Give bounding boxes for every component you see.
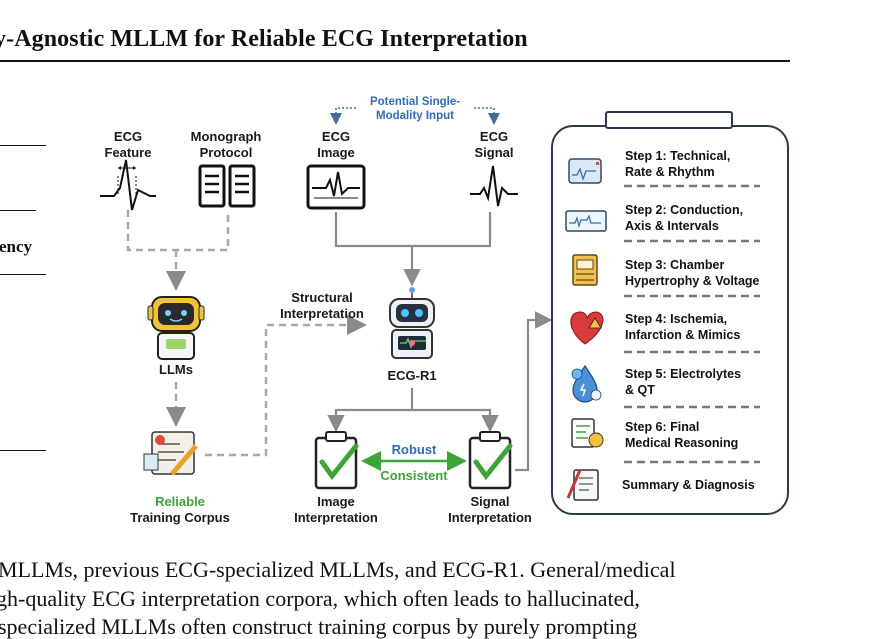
modality-hint-arrows — [330, 107, 500, 125]
llm-robot-icon — [147, 296, 205, 360]
solid-connector — [327, 212, 553, 472]
ecg-image-label: ECG Image — [317, 129, 355, 160]
summary-label: Summary & Diagnosis — [622, 478, 755, 492]
figure-title: y-Agnostic MLLM for Reliable ECG Interpr… — [0, 26, 528, 52]
step-2-label: Step 2: Conduction, Axis & Intervals — [625, 203, 744, 233]
robust-label: Robust — [391, 442, 437, 457]
step-6-label: Step 6: Final Medical Reasoning — [625, 420, 739, 450]
panel-tab — [605, 111, 733, 129]
image-clipboard-icon — [314, 431, 359, 490]
monograph-protocol-label: Monograph Protocol — [190, 129, 262, 160]
title-rule — [0, 60, 790, 62]
cabinet-icon — [572, 254, 598, 286]
ecg-signal-label: ECG Signal — [474, 129, 514, 160]
image-interpretation-label: Image Interpretation — [294, 494, 378, 525]
report-brain-icon — [571, 418, 604, 448]
ecg-r1-label: ECG-R1 — [387, 368, 437, 383]
modality-hint-label: Potential Single- Modality Input — [369, 96, 461, 122]
heart-warning-icon — [570, 311, 604, 345]
reliable-label: Reliable — [155, 494, 205, 509]
caption-line-1: MLLMs, previous ECG-specialized MLLMs, a… — [0, 557, 676, 582]
ecg-feature-label: ECG Feature — [104, 129, 152, 160]
structural-interpretation-label: Structural Interpretation — [280, 290, 364, 321]
table-cell-text: ency — [0, 237, 33, 256]
signal-interpretation-label: Signal Interpretation — [448, 494, 532, 525]
table-rule — [0, 210, 36, 211]
droplet-icon — [571, 364, 602, 403]
connector-layer — [126, 107, 553, 472]
caption-line-3: specialized MLLMs often construct traini… — [0, 614, 638, 639]
step-1-label: Step 1: Technical, Rate & Rhythm — [625, 149, 731, 179]
ecg-feature-icon — [100, 159, 156, 211]
step-3-label: Step 3: Chamber Hypertrophy & Voltage — [625, 258, 760, 288]
step-4-label: Step 4: Ischemia, Infarction & Mimics — [625, 312, 741, 342]
book-icon — [198, 164, 256, 208]
signal-clipboard-icon — [468, 431, 513, 490]
document-pen-icon — [566, 469, 599, 501]
table-rule — [0, 274, 46, 275]
training-corpus-icon — [143, 431, 198, 476]
table-rule — [0, 450, 46, 451]
step-dividers — [624, 184, 760, 464]
training-corpus-label: Training Corpus — [130, 510, 230, 525]
monitor-icon — [568, 158, 602, 184]
table-rule — [0, 145, 46, 146]
consistent-label: Consistent — [380, 468, 448, 483]
step-5-label: Step 5: Electrolytes & QT — [625, 367, 742, 397]
llms-label: LLMs — [159, 362, 193, 377]
dashed-connector — [126, 210, 367, 457]
ecg-monitor-icon — [306, 164, 366, 210]
ecg-strip-icon — [565, 210, 607, 232]
caption-line-2: gh-quality ECG interpretation corpora, w… — [0, 586, 640, 611]
ecg-r1-robot-icon — [389, 287, 435, 359]
ecg-signal-icon — [470, 165, 518, 207]
